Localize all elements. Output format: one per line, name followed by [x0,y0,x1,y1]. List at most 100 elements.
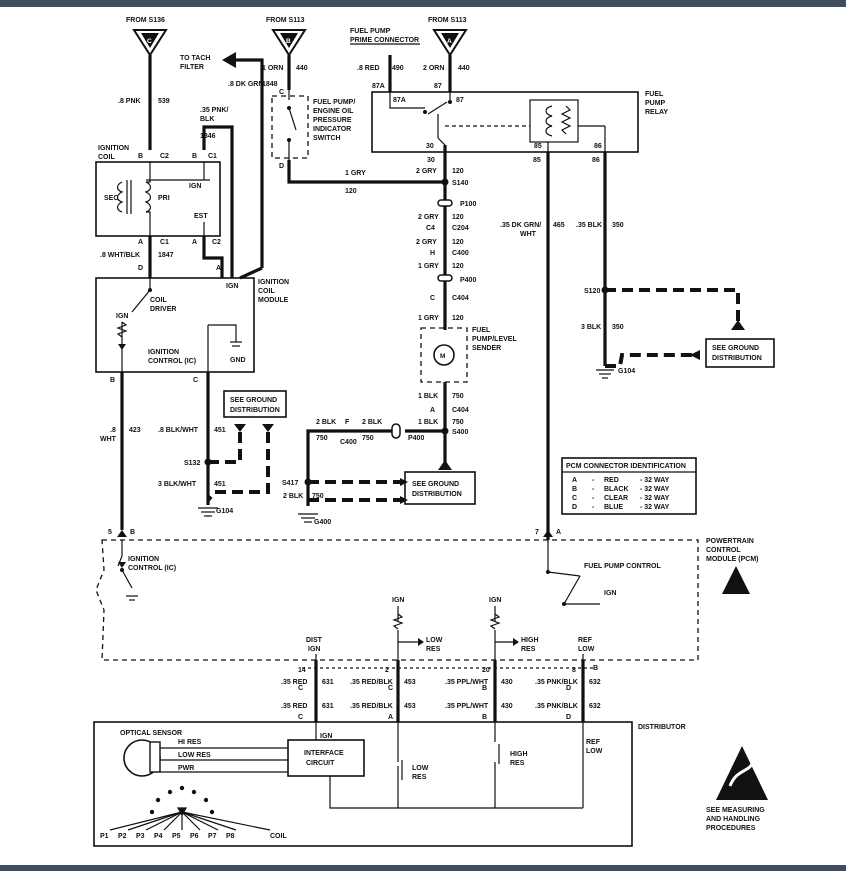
wire-label: 3 BLK [581,324,601,331]
pin-label: 30 [426,143,434,150]
diagram-label: ENGINE OIL [313,108,354,115]
pin-label: 85 [534,143,542,150]
diagram-label: - [592,486,595,493]
wire-label: 1847 [158,252,174,259]
diagram-label: IGN [189,183,201,190]
pin-label: 87 [434,83,442,90]
diagram-label: P3 [136,833,145,840]
pin-label: C2 [160,153,169,160]
wire-label: 120 [452,214,464,221]
wire-label: 430 [501,679,513,686]
diagram-label: P6 [190,833,199,840]
wire-label: .8 PNK [118,98,141,105]
wire-label: 3 BLK/WHT [158,481,197,488]
diagram-label: AND HANDLING [706,816,761,823]
diagram-label: IGN [392,597,404,604]
pin-label: 7 [535,529,539,536]
ignition-coil [95,161,221,237]
diagram-label: FUEL PUMP/ [313,99,355,106]
pin-label: H [430,250,435,257]
prime-connector-label-2: PRIME CONNECTOR [350,37,419,44]
wire-label: 1 GRY [418,315,439,322]
wire-label: 1846 [200,133,216,140]
diagram-label: IGN [320,733,332,740]
diagram-label: IGNITION [98,145,129,152]
wire-label: 465 [553,222,565,229]
wire-label: 2 BLK [362,419,382,426]
wire-label: .8 WHT/BLK [100,252,140,259]
wire-label: .35 PNK/BLK [535,703,578,710]
wire-label: 539 [158,98,170,105]
pin-label: 87A [393,97,406,104]
tach-arrow-icon [222,52,236,68]
diagram-label: IGN [116,313,128,320]
wire-label: 2 GRY [416,168,437,175]
diagram-label: IGNITION [128,556,159,563]
diagram-label: - 32 WAY [640,486,670,493]
connector-label: G104 [216,508,233,515]
connector-label: P400 [460,277,476,284]
wire-label: 2 GRY [418,214,439,221]
connector-label: S140 [452,180,468,187]
esd-note: SEE MEASURING AND HANDLING PROCEDURES [706,807,765,832]
diagram-label: A [572,477,577,484]
wire-label: 440 [296,65,308,72]
diagram-label: CLEAR [604,495,628,502]
wire-label: 2 GRY [416,239,437,246]
diagram-label: FUEL PUMP CONTROL [584,563,661,570]
pin-label: B [110,377,115,384]
diagram-label: PRI [158,195,170,202]
relay-title: FUEL PUMP RELAY [645,91,668,116]
diagram-label: P2 [118,833,127,840]
diagram-label: PUMP [645,100,666,107]
wire-label: .35 PPL/WHT [445,679,489,686]
pin-label: C1 [208,153,217,160]
wire-label: 451 [214,481,226,488]
pcm-table-rows: A-RED- 32 WAY B-BLACK- 32 WAY C-CLEAR- 3… [572,477,670,511]
connector-label: P100 [460,201,476,208]
wire-1848 [236,58,264,268]
diagram-label: OPTICAL SENSOR [120,730,182,737]
wire-label: 120 [452,263,464,270]
wire-label: 1 ORN [262,65,283,72]
wire-label: .8 RED [357,65,380,72]
diagram-label: PROCEDURES [706,825,756,832]
wire-label: .35 RED/BLK [350,679,393,686]
wire-label: 631 [322,703,334,710]
pin-label: C [193,377,198,384]
diagram-label: COIL [270,833,287,840]
wire-label: 423 [129,427,141,434]
wire-label: .8 [110,427,116,434]
diagram-label: - 32 WAY [640,477,670,484]
diagram-label: B [572,486,577,493]
pin-label: C4 [426,225,435,232]
diagram-label: - [592,495,595,502]
connector-label: S132 [184,460,200,467]
diagram-label: RES [510,760,525,767]
diagram-label: DIST [306,637,323,644]
wire-label: 120 [452,168,464,175]
wire-label: .35 RED [281,679,307,686]
wire-label: .35 PNK/ [200,107,228,114]
motor-letter: M [440,353,445,360]
diagram-label: C [572,495,577,502]
wire-label: 490 [392,65,404,72]
diagram-label: IGN [604,590,616,597]
diagram-label: MODULE [258,297,289,304]
diagram-label: DISTRIBUTION [712,355,762,362]
diagram-label: SEE GROUND [712,345,759,352]
pin-label: A [138,239,143,246]
diagram-label: - 32 WAY [640,495,670,502]
interface-circuit [287,739,365,777]
distributor [93,721,633,847]
esd-small-icon [722,566,750,594]
diagram-label: IGN [489,597,501,604]
diagram-label: D [572,504,577,511]
oil-pressure-switch [271,95,309,159]
distributor-title: DISTRIBUTOR [638,724,686,731]
diagram-label: CONTROL [706,547,741,554]
diagram-label: REF [586,739,601,746]
wire-label: .35 PPL/WHT [445,703,489,710]
pin-label: C [279,89,284,96]
